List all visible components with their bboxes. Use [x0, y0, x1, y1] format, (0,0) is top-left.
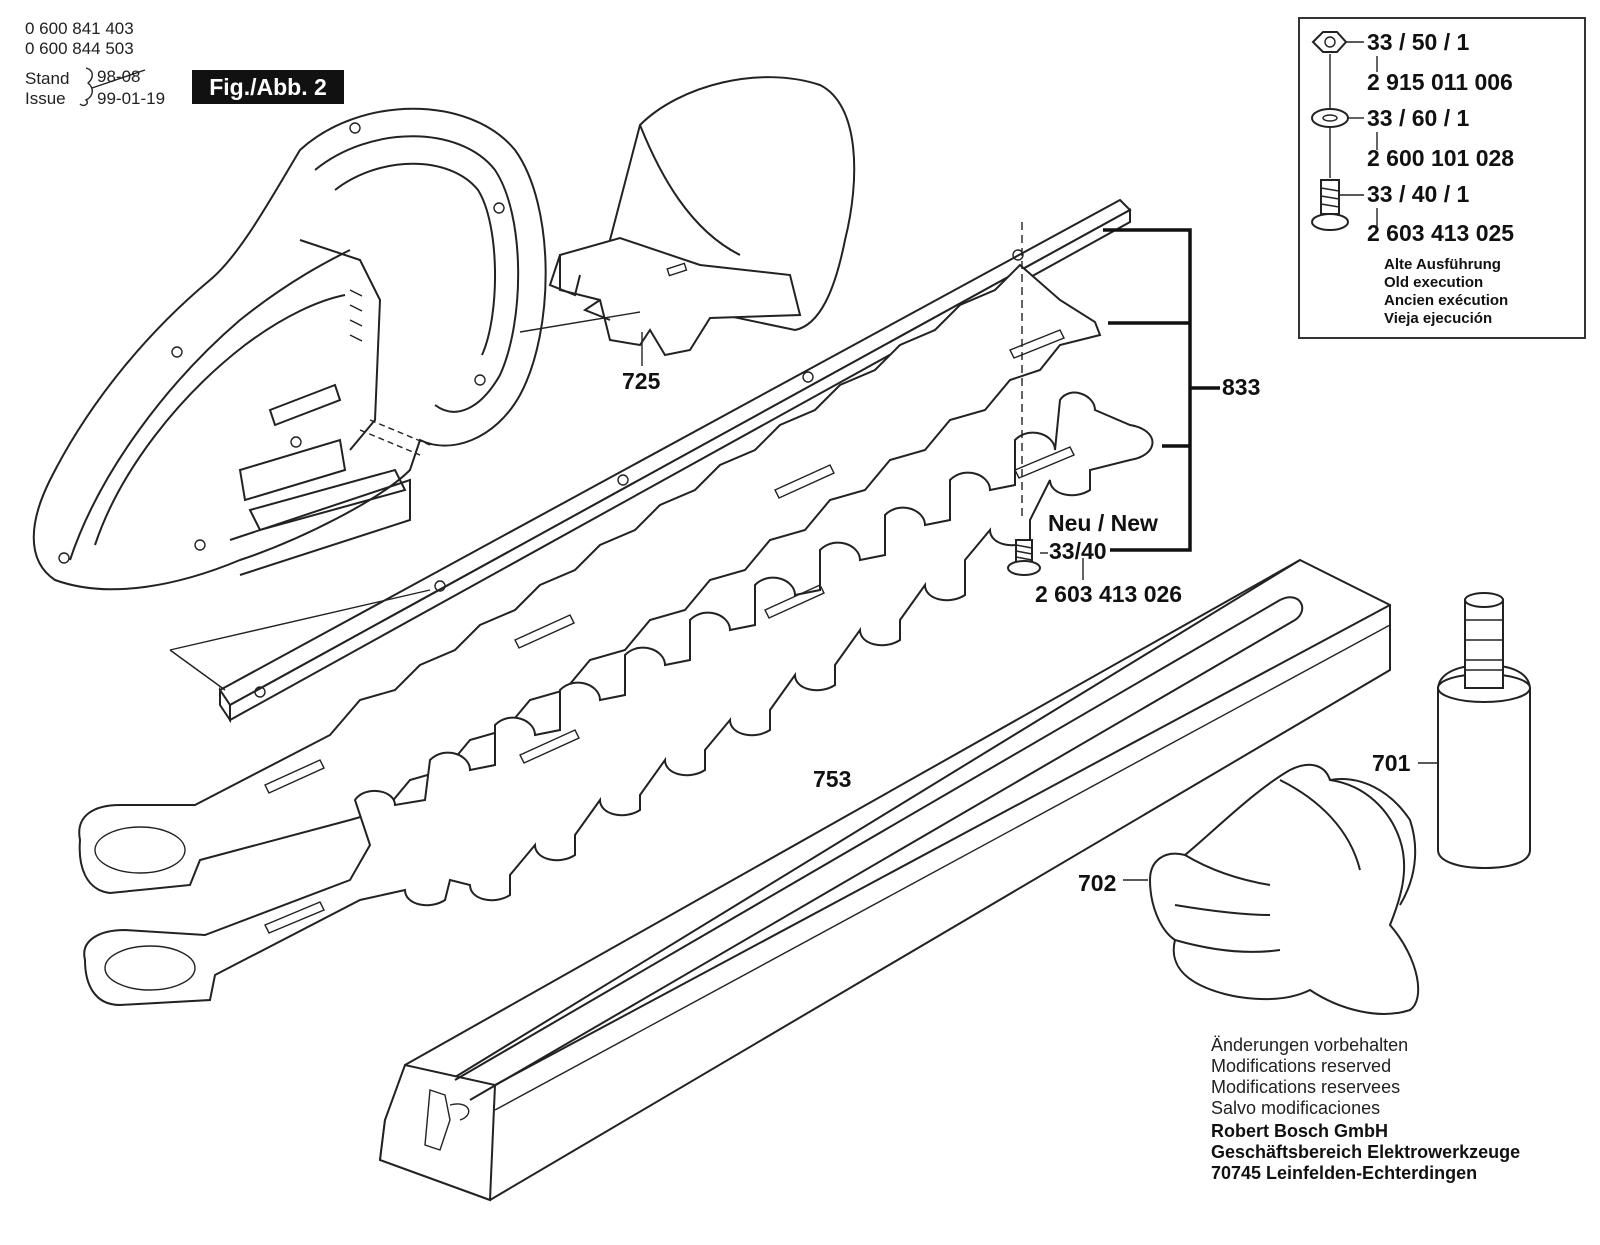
gloves-drawing	[1123, 763, 1420, 1015]
legend-note-fr: Ancien exécution	[1384, 292, 1509, 309]
legend-partno-1: 2 915 011 006	[1367, 69, 1513, 95]
issue-date: 99-01-19	[97, 89, 166, 108]
company-name: Robert Bosch GmbH	[1211, 1121, 1389, 1141]
case-drawing	[378, 558, 1391, 1202]
lower-blade-drawing	[83, 391, 1154, 1007]
company-division: Geschäftsbereich Elektrowerkzeuge	[1211, 1142, 1521, 1162]
callout-neu-new: Neu / New	[1048, 510, 1158, 536]
legend-ref-1: 33 / 50 / 1	[1367, 29, 1470, 55]
figure-tag: Fig./Abb. 2	[192, 70, 344, 104]
upper-blade-drawing	[78, 263, 1102, 895]
legend-box	[1298, 17, 1586, 339]
legend-ref-2: 33 / 60 / 1	[1367, 105, 1470, 131]
stand-label: Stand	[25, 69, 70, 88]
stand-date-struck: 98-08	[97, 67, 141, 86]
callout-33-40-partno: 2 603 413 026	[1035, 581, 1183, 607]
hand-guard-drawing	[548, 76, 856, 357]
screw-new-drawing	[1007, 539, 1048, 576]
legend-note-de: Alte Ausführung	[1384, 256, 1501, 273]
callout-725: 725	[622, 368, 661, 394]
callout-833: 833	[1222, 374, 1261, 400]
legend-drawing	[1311, 31, 1378, 231]
model-number-1: 0 600 841 403	[25, 19, 134, 38]
date-brace	[79, 67, 93, 107]
legend-partno-3: 2 603 413 025	[1367, 220, 1515, 246]
legend-partno-2: 2 600 101 028	[1367, 145, 1515, 171]
issue-label: Issue	[25, 89, 66, 108]
legend-note-es: Vieja ejecución	[1384, 310, 1493, 327]
bracket-833	[1103, 228, 1220, 552]
disclaimer-es: Salvo modificaciones	[1211, 1098, 1381, 1118]
housing-drawing	[32, 107, 547, 591]
callout-33-40: 33/40	[1049, 538, 1107, 564]
disclaimer-en: Modifications reserved	[1211, 1056, 1392, 1076]
legend-note-en: Old execution	[1384, 274, 1484, 291]
model-number-2: 0 600 844 503	[25, 39, 134, 58]
disclaimer-de: Änderungen vorbehalten	[1211, 1035, 1409, 1055]
callout-701: 701	[1372, 750, 1411, 776]
oil-bottle-drawing	[1418, 592, 1531, 870]
date-strike	[91, 69, 146, 89]
rail-drawing	[169, 198, 1132, 724]
callout-753: 753	[813, 766, 852, 792]
callout-702: 702	[1078, 870, 1117, 896]
legend-ref-3: 33 / 40 / 1	[1367, 181, 1470, 207]
disclaimer-fr: Modifications reservees	[1211, 1077, 1401, 1097]
company-address: 70745 Leinfelden-Echterdingen	[1211, 1163, 1478, 1183]
